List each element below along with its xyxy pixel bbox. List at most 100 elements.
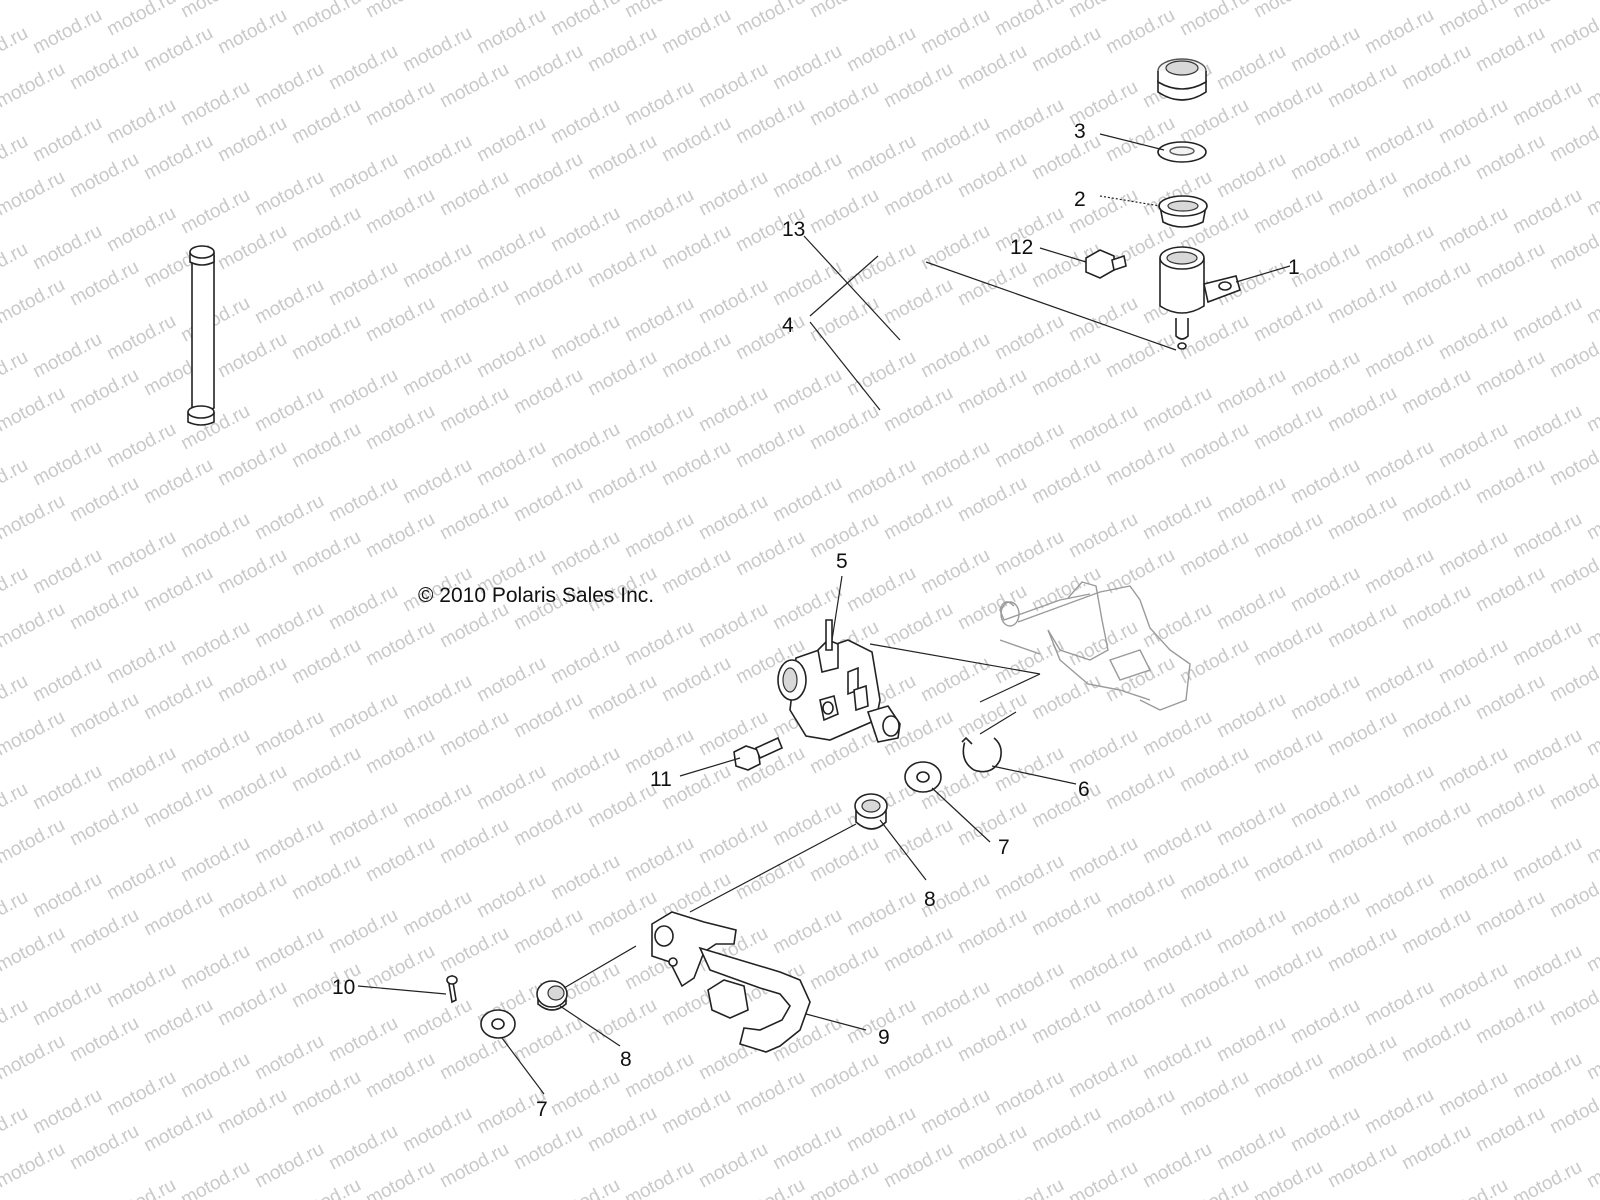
watermark-text: motod.ru [1139,1031,1215,1085]
watermark-text: motod.ru [251,815,327,869]
watermark-text: motod.ru [1287,563,1363,617]
watermark-text: motod.ru [732,0,808,40]
watermark-text: motod.ru [1176,743,1252,797]
watermark-text: motod.ru [621,1157,697,1200]
watermark-text: motod.ru [1509,617,1585,671]
watermark-text: motod.ru [1509,77,1585,131]
watermark-text: motod.ru [1546,761,1600,815]
watermark-text: motod.ru [288,95,364,149]
frame-outline [999,581,1191,711]
watermark-text: motod.ru [0,599,69,653]
watermark-text: motod.ru [177,185,253,239]
watermark-text: motod.ru [103,419,179,473]
watermark-text: motod.ru [473,329,549,383]
watermark-text: motod.ru [1287,779,1363,833]
watermark-text: motod.ru [436,491,512,545]
watermark-text: motod.ru [769,365,845,419]
watermark-text: motod.ru [880,1031,956,1085]
watermark-text: motod.ru [658,1085,734,1139]
watermark-text: motod.ru [1065,293,1141,347]
watermark-text: motod.ru [362,0,438,22]
callout-7-upper: 7 [998,836,1010,859]
watermark-text: motod.ru [1102,5,1178,59]
watermark-text: motod.ru [177,0,253,22]
watermark-text: motod.ru [621,401,697,455]
watermark-text: motod.ru [1324,923,1400,977]
watermark-text: motod.ru [510,1121,586,1175]
watermark-text: motod.ru [288,527,364,581]
watermark-text: motod.ru [325,473,401,527]
callout-4: 4 [782,314,794,337]
callout-10: 10 [332,976,355,999]
watermark-text: motod.ru [66,41,142,95]
watermark-text: motod.ru [325,257,401,311]
watermark-text: motod.ru [1583,59,1600,113]
watermark-text: motod.ru [0,779,32,833]
watermark-text: motod.ru [954,365,1030,419]
watermark-text: motod.ru [1509,509,1585,563]
callout-13: 13 [782,218,805,241]
watermark-text: motod.ru [584,995,660,1049]
watermark-text: motod.ru [325,581,401,635]
watermark-text: motod.ru [1472,23,1548,77]
watermark-text: motod.ru [917,221,993,275]
watermark-text: motod.ru [0,23,32,77]
watermark-text: motod.ru [1509,941,1585,995]
watermark-text: motod.ru [991,527,1067,581]
watermark-text: motod.ru [251,707,327,761]
watermark-text: motod.ru [917,329,993,383]
watermark-text: motod.ru [621,293,697,347]
watermark-text: motod.ru [1065,833,1141,887]
watermark-text: motod.ru [288,203,364,257]
watermark-text: motod.ru [954,149,1030,203]
watermark-text: motod.ru [66,905,142,959]
watermark-text: motod.ru [1398,905,1474,959]
watermark-text: motod.ru [1287,671,1363,725]
watermark-text: motod.ru [1435,851,1511,905]
watermark-text: motod.ru [621,1049,697,1103]
watermark-text: motod.ru [1361,545,1437,599]
watermark-text: motod.ru [0,347,32,401]
watermark-text: motod.ru [473,761,549,815]
watermark-text: motod.ru [584,239,660,293]
watermark-text: motod.ru [103,851,179,905]
watermark-text: motod.ru [769,1121,845,1175]
watermark-text: motod.ru [880,275,956,329]
watermark-text: motod.ru [1250,833,1326,887]
watermark-text: motod.ru [251,1139,327,1193]
watermark-text: motod.ru [1065,1049,1141,1103]
watermark-text: motod.ru [547,203,623,257]
watermark-text: motod.ru [473,869,549,923]
watermark-text: motod.ru [1176,419,1252,473]
watermark-text: motod.ru [1546,869,1600,923]
hose-clamp-lower [187,405,215,426]
watermark-text: motod.ru [1213,41,1289,95]
watermark-text: motod.ru [1435,311,1511,365]
watermark-text: motod.ru [732,311,808,365]
retaining-ring [961,736,1002,773]
watermark-text: motod.ru [1287,347,1363,401]
watermark-text: motod.ru [251,275,327,329]
watermark-text: motod.ru [769,473,845,527]
watermark-text: motod.ru [214,869,290,923]
watermark-text: motod.ru [1472,239,1548,293]
watermark-text: motod.ru [1546,221,1600,275]
watermark-text: motod.ru [1250,1049,1326,1103]
watermark-text: motod.ru [0,0,69,4]
watermark-text: motod.ru [29,977,105,1031]
watermark-text: motod.ru [251,923,327,977]
watermark-text: motod.ru [1361,113,1437,167]
reservoir-seal [1158,195,1208,228]
watermark-text: motod.ru [954,905,1030,959]
callout-1: 1 [1288,256,1300,279]
watermark-text: motod.ru [214,437,290,491]
watermark-text: motod.ru [140,995,216,1049]
watermark-text: motod.ru [177,509,253,563]
watermark-text: motod.ru [1509,1049,1585,1103]
watermark-text: motod.ru [843,887,919,941]
watermark-text: motod.ru [66,689,142,743]
watermark-text: motod.ru [1546,545,1600,599]
watermark-text: motod.ru [584,887,660,941]
watermark-text: motod.ru [251,167,327,221]
watermark-text: motod.ru [140,671,216,725]
